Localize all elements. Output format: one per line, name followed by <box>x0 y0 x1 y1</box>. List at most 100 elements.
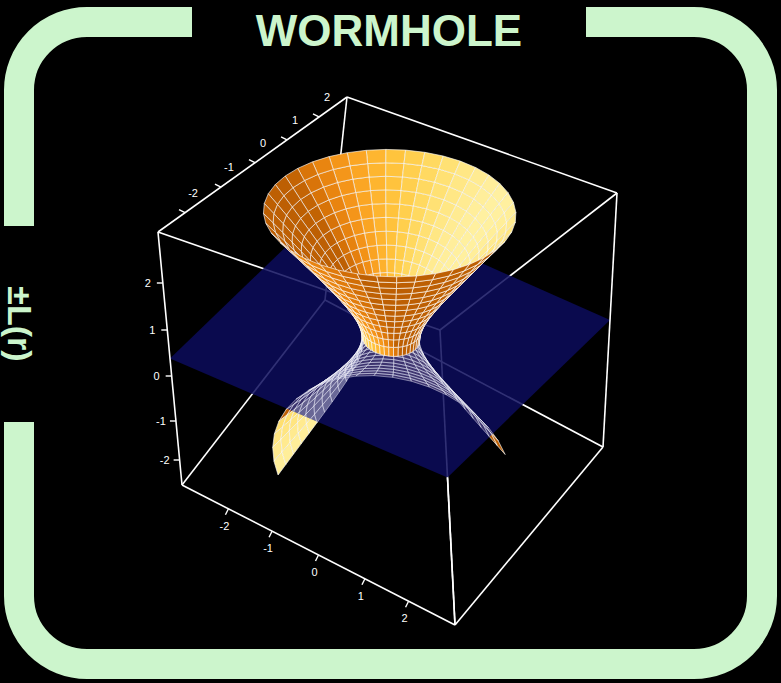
box-edge <box>158 232 182 485</box>
tick-mark <box>174 459 180 460</box>
tick-label: 2 <box>324 91 330 102</box>
surface-patch <box>281 431 290 452</box>
surface-patch <box>404 150 425 165</box>
surface-patch <box>395 316 405 322</box>
surface-patch <box>279 404 294 421</box>
surface-patch <box>378 282 396 288</box>
tick-mark <box>179 210 185 213</box>
surface-patch <box>274 415 287 434</box>
surface-patch <box>330 386 339 402</box>
surface-patch <box>476 417 489 436</box>
surface-patch <box>283 409 295 427</box>
surface-patch <box>397 276 417 283</box>
surface-patch <box>395 310 406 316</box>
surface-patch <box>377 276 397 283</box>
surface-patch <box>384 310 395 316</box>
tick-label: 0 <box>260 137 266 148</box>
surface-patch <box>394 327 402 333</box>
tick-mark <box>406 601 409 607</box>
surface-patch <box>385 316 395 322</box>
surface-patch <box>275 232 289 249</box>
title: WORMHOLE <box>256 9 522 53</box>
surface-patch <box>403 163 422 178</box>
surface-patch <box>483 425 497 445</box>
box-edges <box>158 97 617 625</box>
surface-patch <box>503 222 515 240</box>
surface-patch <box>289 423 298 443</box>
surface-patch <box>491 433 505 455</box>
surface-patch <box>281 420 291 439</box>
box-edge <box>158 97 347 232</box>
surface-patch <box>266 223 281 241</box>
surface-patch <box>386 163 404 177</box>
surface-patch <box>382 299 396 305</box>
reference-plane <box>170 199 610 478</box>
tick-label: 1 <box>292 114 298 125</box>
surface-patch <box>384 346 389 356</box>
surface-patch <box>369 176 386 190</box>
surface-patch <box>345 367 353 381</box>
surface-patch <box>352 357 358 371</box>
axis-label: ±L(r) <box>3 286 37 361</box>
tick-mark <box>157 282 163 283</box>
tick-mark <box>215 184 221 187</box>
surface-patch <box>306 406 315 424</box>
surface-patch <box>394 321 403 327</box>
surface-patch <box>386 217 399 231</box>
box-edge <box>603 193 617 447</box>
tick-label: 0 <box>154 371 160 382</box>
surface-patch <box>395 305 408 311</box>
surface-patch <box>386 204 400 218</box>
surface-patch <box>432 270 453 280</box>
surface-patch <box>396 294 412 300</box>
tick-mark <box>249 160 255 163</box>
tick-label: -2 <box>160 455 170 466</box>
surface-patch <box>415 274 436 282</box>
surface-patch <box>386 176 403 190</box>
box-edges <box>158 193 617 625</box>
surface-patch <box>393 340 398 348</box>
surface-patch <box>338 270 360 280</box>
surface-patch <box>357 274 378 282</box>
surface-patch <box>291 251 312 265</box>
surface-patch <box>464 258 484 271</box>
tick-mark <box>316 555 319 561</box>
surface-patch <box>387 327 394 333</box>
surface-patch <box>386 231 397 245</box>
surface-patch <box>368 163 386 177</box>
surface-patch <box>388 340 393 348</box>
surface-patch <box>477 250 496 265</box>
tick-mark <box>170 420 176 421</box>
surface-patch <box>274 452 286 475</box>
tick-mark <box>161 329 167 330</box>
surface-patch <box>298 424 309 444</box>
surface-patch <box>273 439 282 461</box>
surface-patch <box>401 177 419 192</box>
tick-mark <box>281 137 287 140</box>
box-edge <box>347 97 617 193</box>
surface-patch <box>383 339 389 347</box>
surface-patch <box>447 385 458 400</box>
surface-patch <box>469 409 482 427</box>
tick-label: 1 <box>358 590 364 601</box>
tick-label: -1 <box>263 543 273 554</box>
surface-patch <box>305 258 326 271</box>
surface-patch <box>347 150 367 166</box>
box-edge <box>182 485 455 625</box>
tick-label: -2 <box>188 187 198 198</box>
box-edge <box>448 478 456 626</box>
surface-patch <box>383 305 396 311</box>
surface-patch <box>454 393 466 409</box>
surface-patch <box>290 433 301 454</box>
surface-patch <box>388 333 394 340</box>
tick-label: 2 <box>402 613 408 624</box>
surface-patch <box>394 333 401 340</box>
tick-label: 1 <box>149 325 155 336</box>
surface-patch <box>374 217 387 231</box>
tick-mark <box>362 579 365 585</box>
surface-patch <box>273 427 283 448</box>
tick-label: -1 <box>224 162 234 173</box>
upper-surface <box>263 149 515 356</box>
